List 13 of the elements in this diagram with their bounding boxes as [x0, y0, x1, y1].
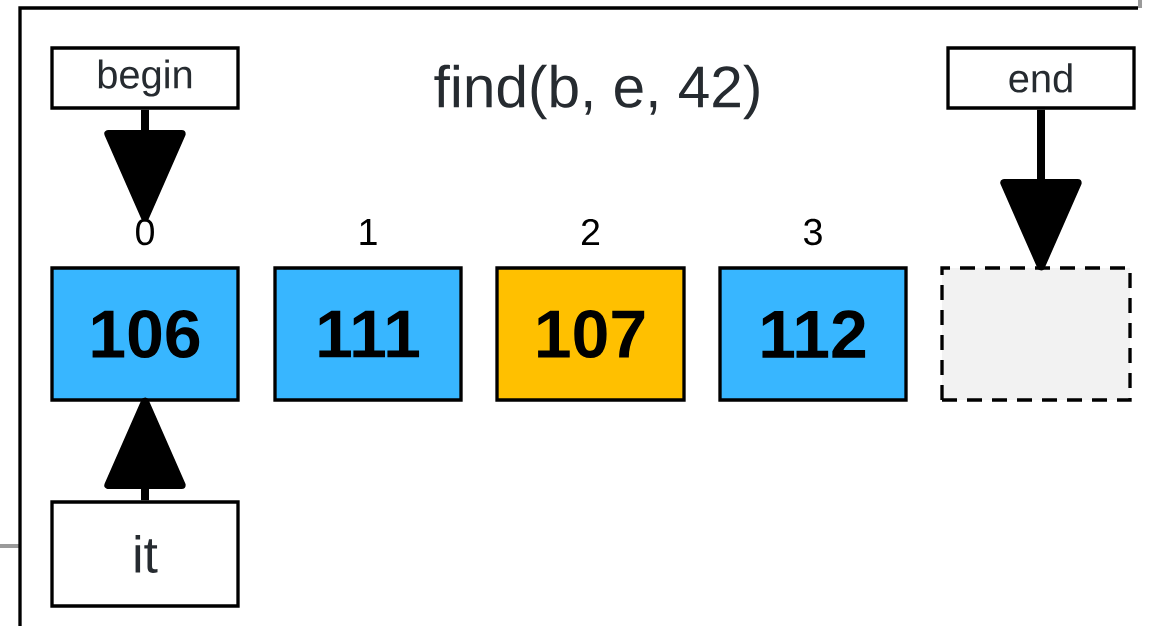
- empty-slot-box: [940, 266, 1132, 402]
- value-box: 111: [273, 266, 463, 402]
- index-label: 2: [582, 218, 600, 246]
- value-box: 112: [718, 266, 908, 402]
- title: find(b, e, 42): [434, 64, 759, 120]
- value-box: 106: [50, 266, 240, 402]
- pointer-label-box: end: [946, 46, 1136, 110]
- index-label: 3: [804, 218, 822, 246]
- index-label: 0: [136, 218, 154, 246]
- value-box: 107: [495, 266, 686, 402]
- pointer-label-box: it: [50, 500, 240, 608]
- pointer-label-box: begin: [50, 46, 240, 110]
- index-label: 1: [360, 219, 377, 245]
